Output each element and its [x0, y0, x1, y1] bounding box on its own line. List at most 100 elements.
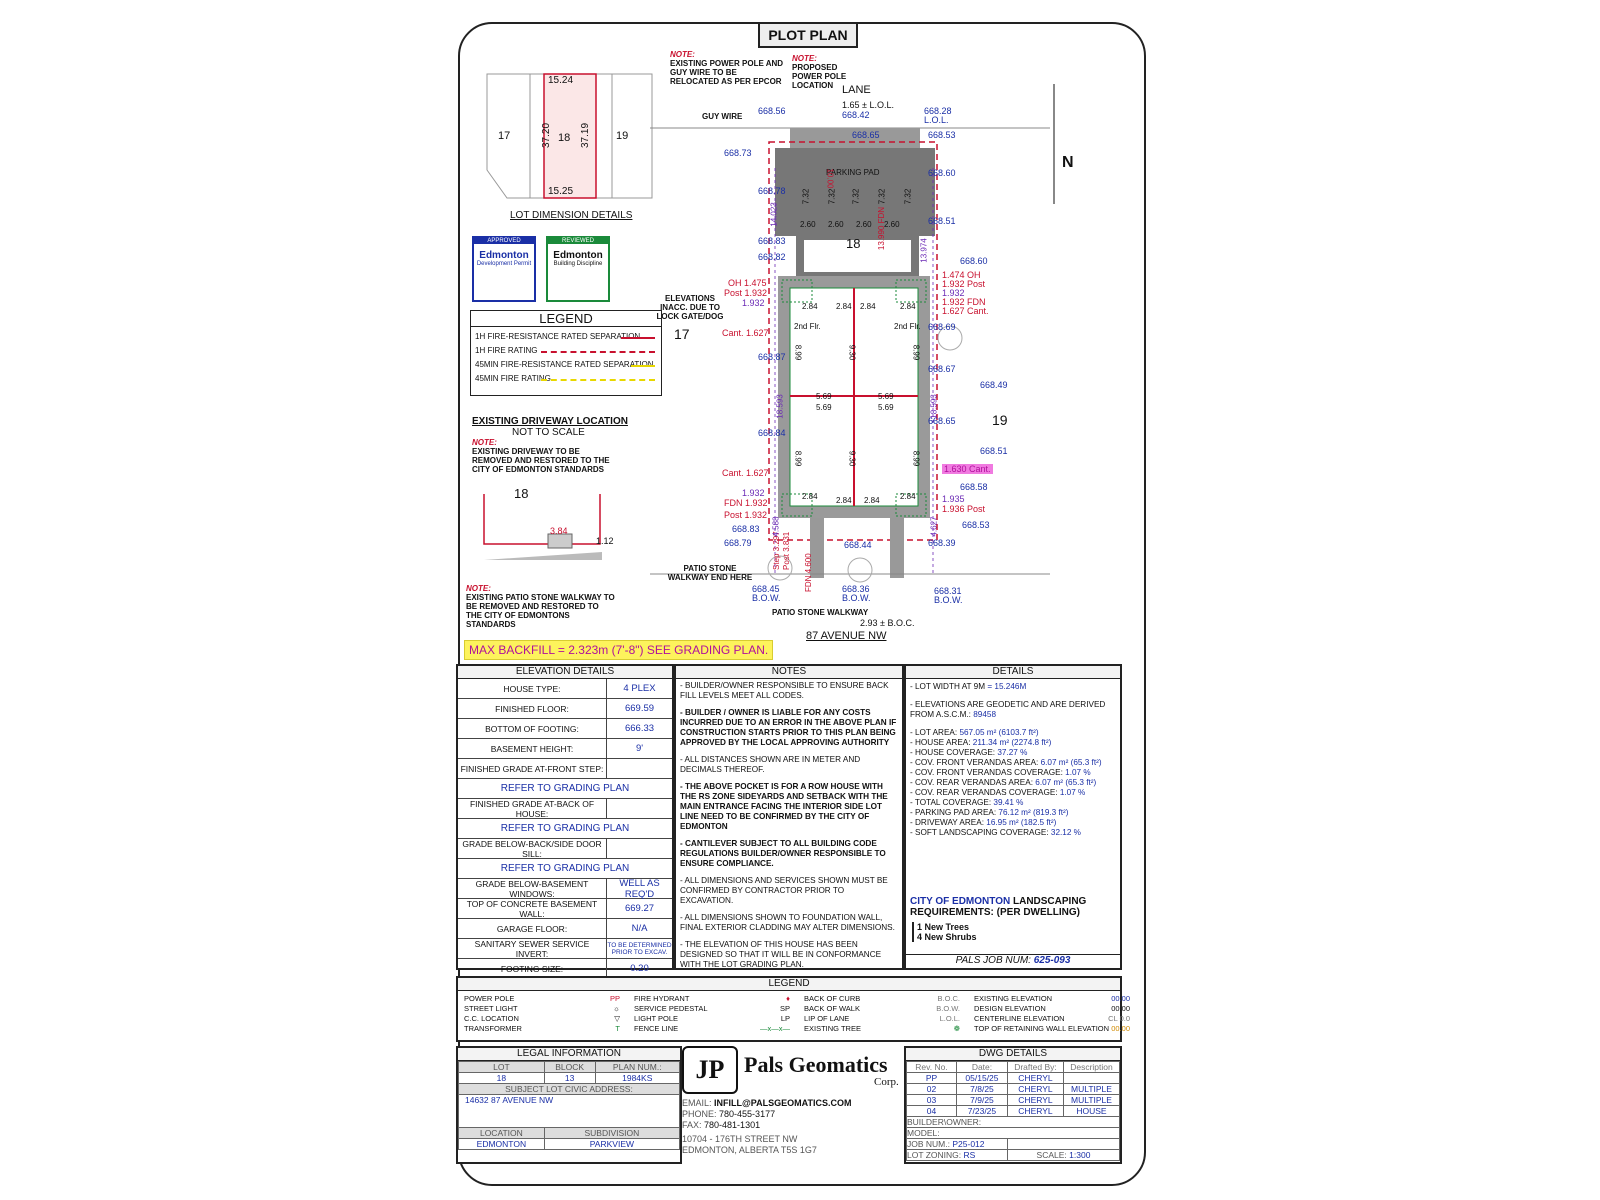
note-text: - BUILDER / OWNER IS LIABLE FOR ANY COST…: [680, 708, 897, 747]
note-text: - THE ELEVATION OF THIS HOUSE HAS BEEN D…: [680, 940, 882, 969]
dim-label: 5.69: [816, 403, 832, 412]
table-row: REFER TO GRADING PLAN: [458, 859, 672, 879]
dim-label: 4.588: [771, 516, 781, 537]
driveway-dim1: 3.84: [550, 526, 568, 536]
company-phone: PHONE: 780-455-3177: [682, 1109, 776, 1119]
dim-label: 7.32: [827, 188, 837, 205]
lot-dim-left-lot: 17: [498, 130, 511, 142]
fire-line-swatch: [541, 351, 655, 353]
note-text: - BUILDER/OWNER RESPONSIBLE TO ENSURE BA…: [680, 681, 889, 700]
dim-label: 8.99: [911, 450, 921, 467]
dim-label: 2.60: [828, 220, 844, 229]
elevation-value: 668.53: [962, 520, 990, 530]
elevation-value: 668.49: [980, 380, 1008, 390]
lol-offset: 1.65 ± L.O.L.: [842, 100, 894, 110]
list-item: - PARKING PAD AREA: 76.12 m² (819.3 ft²): [910, 808, 1069, 817]
oh-tag-right: 1.474 OH: [942, 270, 981, 280]
post-tag-right-2: 1.936 Post: [942, 504, 986, 514]
elevation-value: 668.51: [980, 446, 1008, 456]
elevation-value: 668.67: [928, 364, 956, 374]
dim-label: 2.84: [802, 302, 818, 311]
elevation-value: 668.51: [928, 216, 956, 226]
table-row: REFER TO GRADING PLAN: [458, 779, 672, 799]
driveway-diagram: [483, 494, 602, 560]
approved-stamp: APPROVED Edmonton Development Permit: [472, 236, 536, 302]
notes-panel: NOTES - BUILDER/OWNER RESPONSIBLE TO ENS…: [674, 664, 904, 970]
dwg-head: DWG DETAILS: [906, 1048, 1120, 1061]
dim-label: 7.32: [877, 188, 887, 205]
dim-label: 9.30: [847, 450, 857, 467]
table-row: FINISHED FLOOR:669.59: [458, 699, 672, 719]
elevation-value: 668.79: [724, 538, 752, 548]
page-title: PLOT PLAN: [758, 22, 858, 48]
elevation-value: 668.36: [842, 584, 870, 594]
legend-head: LEGEND: [458, 978, 1120, 991]
dim-label: 2.60: [800, 220, 816, 229]
dim-label: 5.69: [878, 392, 894, 401]
post-tag-left-2: Post 1.932: [724, 510, 768, 520]
list-item: - DRIVEWAY AREA: 16.95 m² (182.5 ft²): [910, 818, 1057, 827]
company-address-2: EDMONTON, ALBERTA T5S 1G7: [682, 1145, 817, 1155]
elevation-value: 668.45: [752, 584, 780, 594]
fire-legend-item: 45MIN FIRE-RESISTANCE RATED SEPARATION: [475, 360, 654, 369]
fdn-tag-right: 1.932 FDN: [942, 297, 986, 307]
geodetic-row: - ELEVATIONS ARE GEODETIC AND ARE DERIVE…: [910, 700, 1106, 719]
company-fax: FAX: 780-481-1301: [682, 1120, 761, 1130]
table-row: FINISHED GRADE AT-FRONT STEP:: [458, 759, 672, 779]
max-backfill-banner: MAX BACKFILL = 2.323m (7'-8") SEE GRADIN…: [464, 640, 774, 660]
table-row: BASEMENT HEIGHT:9': [458, 739, 672, 759]
post-tag-left: Post 1.932: [724, 288, 768, 298]
elev-lol-b: 668.42: [842, 110, 870, 120]
elevation-value: 668.84: [758, 428, 786, 438]
dim-label: 7.32: [801, 188, 811, 205]
lot-dim-caption: LOT DIMENSION DETAILS: [510, 210, 633, 221]
dim-label: 2.84: [860, 302, 876, 311]
company-block: JP Pals Geomatics Corp. EMAIL: INFILL@PA…: [682, 1046, 902, 1160]
list-item: - HOUSE COVERAGE: 37.27 %: [910, 748, 1028, 757]
driveway-note: EXISTING DRIVEWAY TO BE REMOVED AND REST…: [472, 447, 610, 474]
legend-item: C.C. LOCATION▽: [464, 1014, 620, 1023]
lot-dim-bottom: 15.25: [548, 186, 574, 197]
parking-label: PARKING PAD: [826, 168, 880, 177]
driveway-dim2: 1.12: [596, 536, 614, 546]
dim-label: 8.99: [793, 450, 803, 467]
lot-dim-lot: 18: [558, 132, 571, 144]
dim-label: 2.60: [884, 220, 900, 229]
pole-note-label: NOTE:: [670, 50, 695, 59]
company-logo: JP: [682, 1046, 738, 1094]
list-item: - COV. FRONT VERANDAS COVERAGE: 1.07 %: [910, 768, 1091, 777]
lot-left-number: 17: [674, 326, 690, 342]
list-item: - LOT AREA: 567.05 m² (6103.7 ft²): [910, 728, 1039, 737]
elevation-value: 668.60: [960, 256, 988, 266]
post-tag-right: 1.932 Post: [942, 279, 986, 289]
dim-label: 18.593: [929, 394, 939, 419]
elevation-value: 668.87: [758, 352, 786, 362]
fdn-step-tag: FDN 4.600: [804, 553, 813, 592]
driveway-note-label: NOTE:: [472, 438, 497, 447]
fire-legend-title: LEGEND: [471, 311, 661, 327]
lot-center-number: 18: [846, 236, 861, 251]
table-row: FOOTING SIZE:0.20: [458, 959, 672, 978]
elevation-value: 668.69: [928, 322, 956, 332]
table-row: GRADE BELOW-BACK/SIDE DOOR SILL:: [458, 839, 672, 859]
company-address-1: 10704 - 176TH STREET NW: [682, 1134, 798, 1144]
details-head: DETAILS: [906, 666, 1120, 679]
site-plan-drawing: [650, 84, 1055, 583]
post-step-tag: Post 3.831: [782, 531, 791, 570]
dim-label: 2.84: [900, 302, 916, 311]
dim-label: 8.99: [793, 344, 803, 361]
fire-line-swatch: [631, 365, 655, 367]
list-item: - COV. REAR VERANDAS COVERAGE: 1.07 %: [910, 788, 1086, 797]
fire-rating-legend: LEGEND 1H FIRE-RESISTANCE RATED SEPARATI…: [470, 310, 662, 396]
dim-label: 10.00: [825, 168, 835, 189]
list-item: - COV. FRONT VERANDAS AREA: 6.07 m² (65.…: [910, 758, 1102, 767]
dim-label: 2.84: [802, 492, 818, 501]
north-arrow-icon: N: [1062, 154, 1074, 171]
driveway-sub: NOT TO SCALE: [512, 427, 585, 438]
value-tag-right: 1.932: [942, 288, 965, 298]
